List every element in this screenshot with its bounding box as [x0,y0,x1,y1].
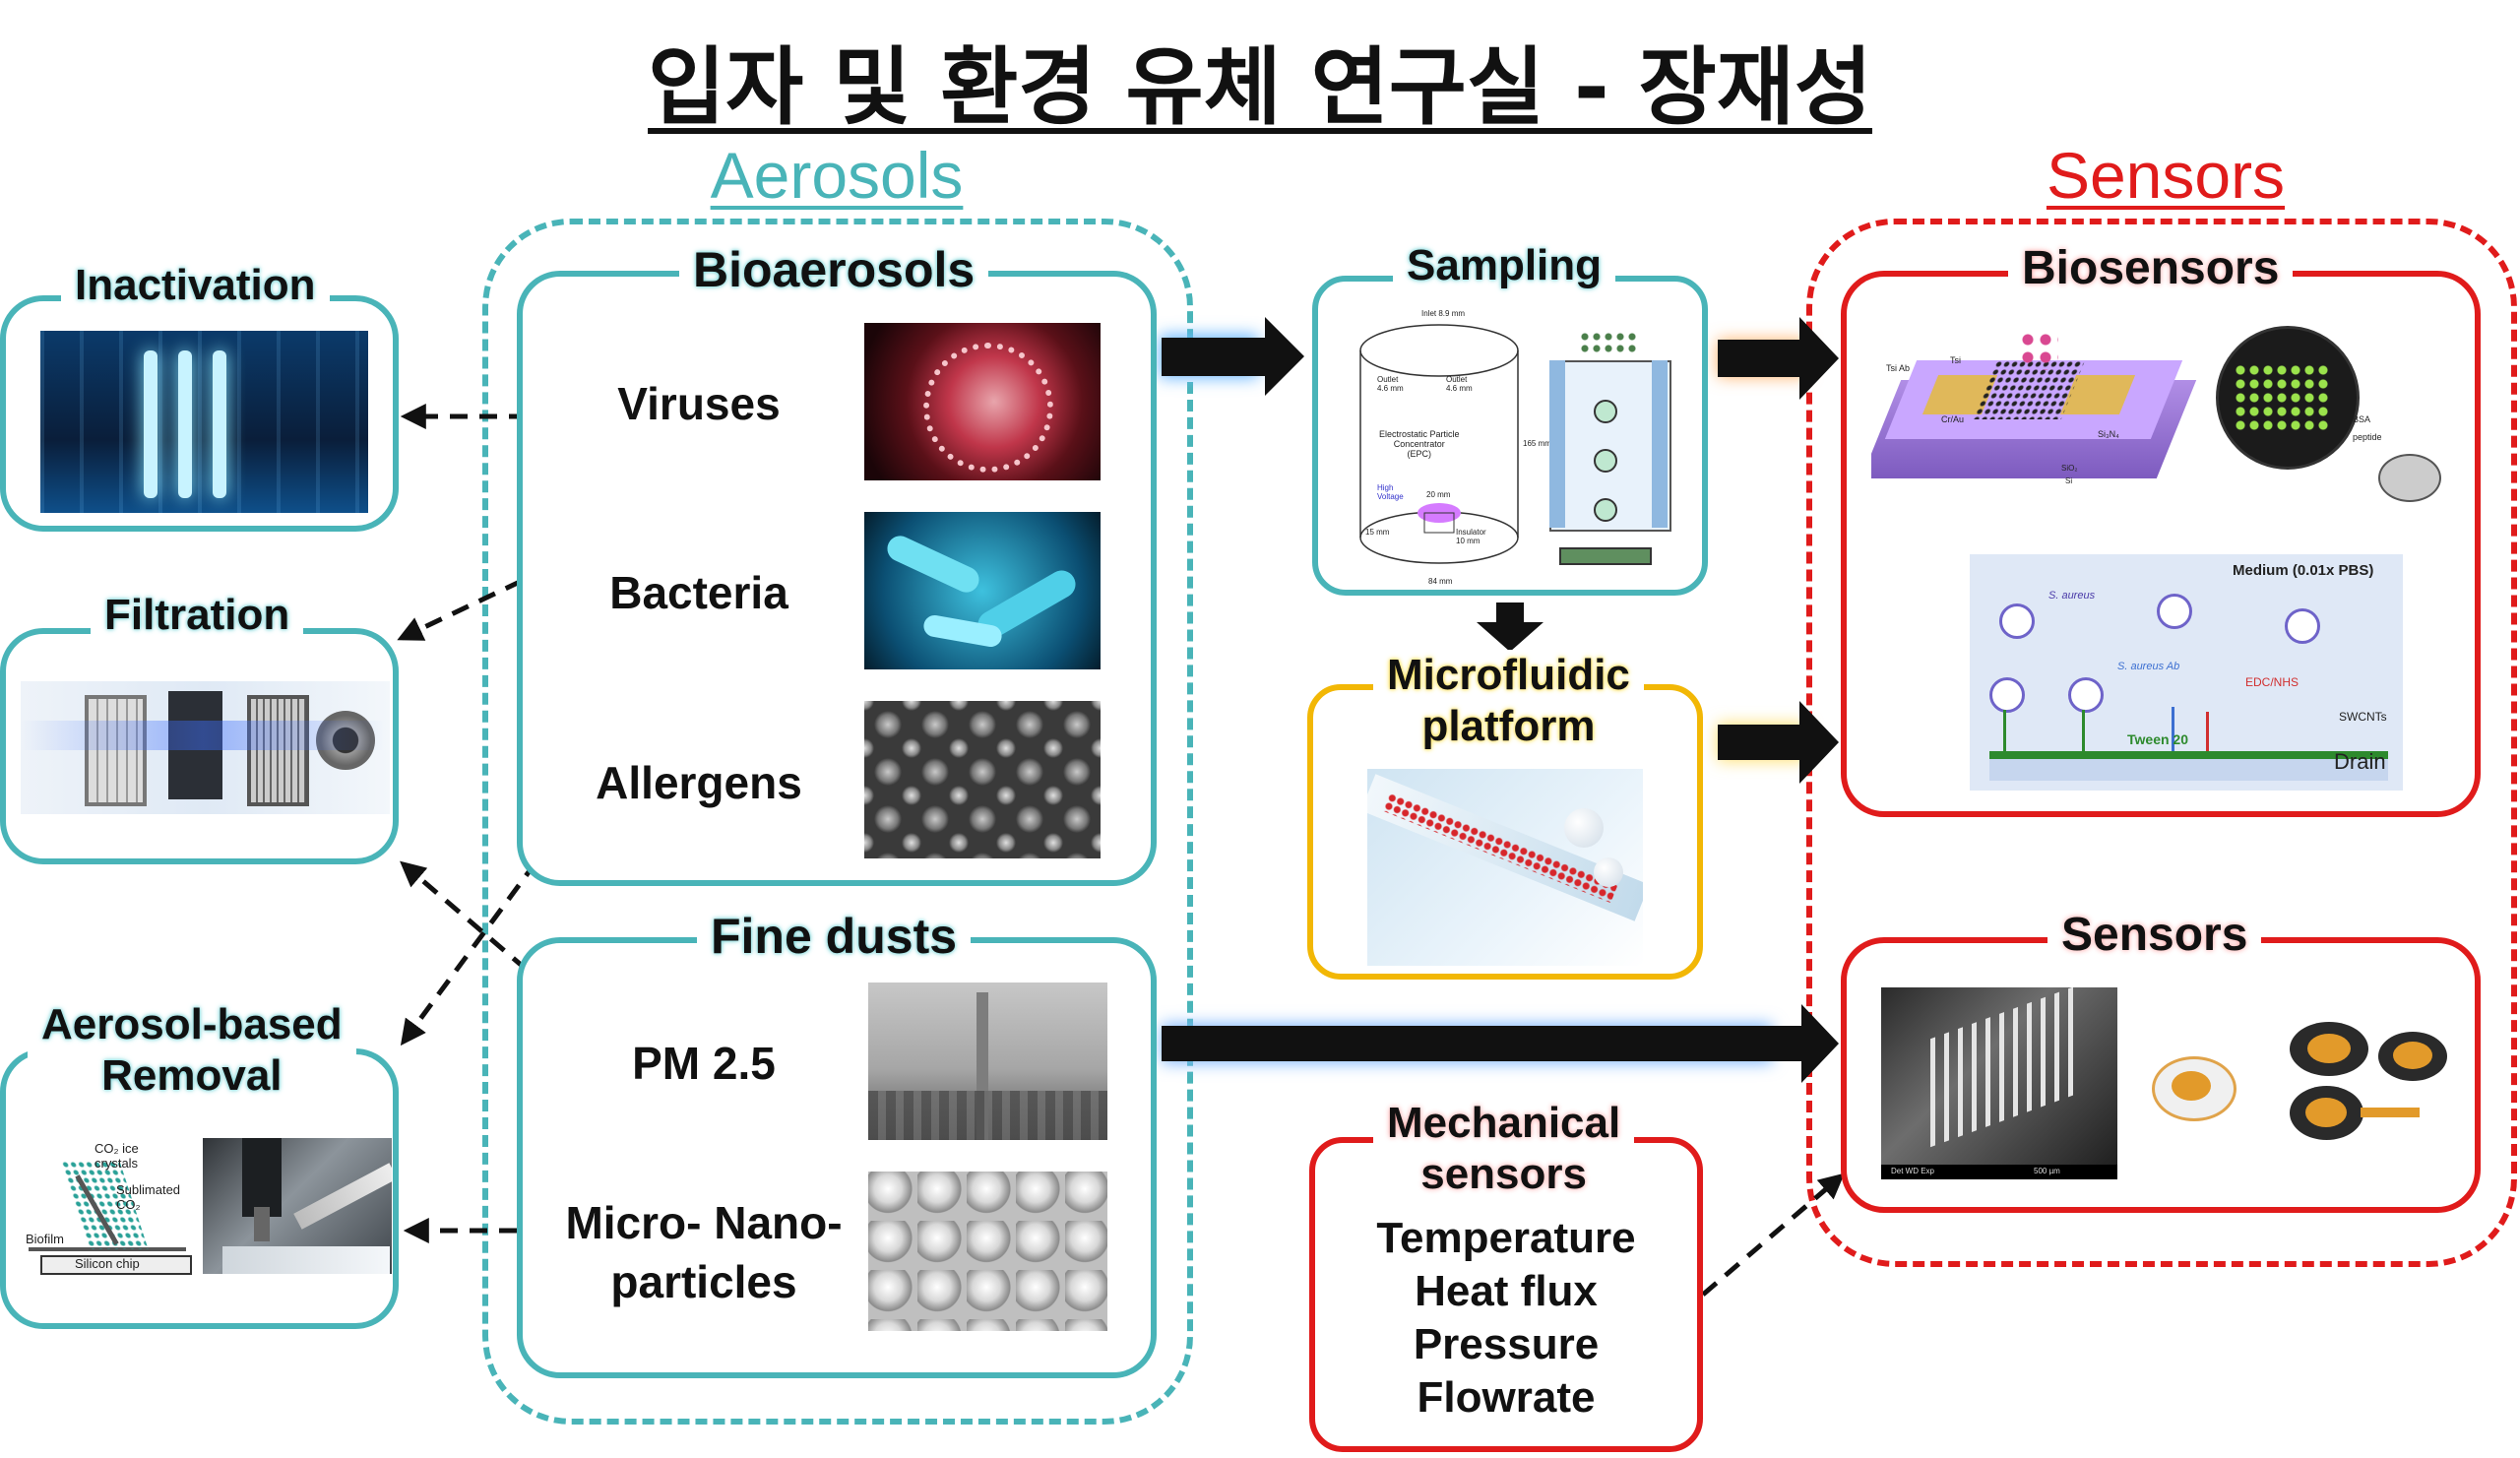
sensors-box: Det WD Exp 500 µm [1841,937,2481,1213]
pm25-label: PM 2.5 [632,1038,776,1089]
pressure-label: Pressure [1413,1320,1600,1368]
flowrate-label: Flowrate [1417,1373,1596,1422]
mechanical-label: Mechanical sensors [1373,1098,1635,1200]
sampler-channel-image [1540,331,1677,567]
edc-nhs-label: EDC/NHS [2245,675,2300,689]
high-voltage-label: High Voltage [1377,483,1404,501]
arrow-finedust-to-sensors [1162,1004,1839,1083]
biosensor-device-image [1871,321,2201,498]
swcnts-label: SWCNTs [2339,710,2387,724]
viruses-label: Viruses [617,378,781,429]
outlet-right-label: Outlet 4.6 mm [1446,375,1473,393]
tsi-ab-label: Tsi Ab [1886,363,1911,373]
inactivation-image [40,331,368,513]
removal-photo [203,1138,392,1274]
concentrator-label: Electrostatic Particle Concentrator (EPC… [1379,429,1460,459]
arrow-fine-to-filtration [400,860,529,972]
insulator-label: Insulator 10 mm [1456,528,1486,545]
d20-label: 20 mm [1426,490,1451,499]
w84-label: 84 mm [1428,577,1453,586]
biosensors-box: Tsi Ab Tsi Cr/Au Si₃N₄ SiO₂ Si BSA pepti… [1841,271,2481,817]
removal-label: Aerosol-based Removal [28,999,356,1102]
filtration-image [21,681,390,814]
allergens-label: Allergens [596,757,802,808]
filtration-box [0,628,399,864]
medium-label: Medium (0.01x PBS) [2233,562,2374,579]
sampling-box: Inlet 8.9 mm Outlet 4.6 mm Outlet 4.6 mm… [1312,276,1708,596]
sem-image [1881,987,2117,1179]
inactivation-box [0,295,399,532]
arrow-microfluidic-to-biosensors [1718,701,1839,784]
sio2-label: SiO₂ [2061,464,2078,473]
arrow-sampling-to-biosensors [1718,317,1839,400]
biosensors-label: Biosensors [2008,241,2294,295]
drain-label: Drain [2334,749,2386,774]
biosensor-circle-image [2216,326,2360,470]
tween-label: Tween 20 [2127,731,2188,747]
outlet-left-label: Outlet 4.6 mm [1377,375,1404,393]
inlet-label: Inlet 8.9 mm [1421,309,1466,318]
sem-scale: 500 µm [2034,1167,2060,1175]
arrow-bio-to-sampling [1160,317,1304,396]
sublimated-label: Sublimated CO₂ [116,1182,181,1212]
silicon-chip-label: Silicon chip [75,1256,140,1271]
removal-diagram [21,1131,198,1279]
microparticles-image [868,1172,1107,1331]
biofilm-label: Biofilm [26,1232,65,1246]
bioaerosols-label: Bioaerosols [679,241,989,298]
microfluidic-image [1367,769,1643,966]
arrow-mechanical-to-sensors [1701,1173,1845,1297]
sampling-label: Sampling [1393,241,1616,290]
filtration-label: Filtration [91,591,304,640]
swcnt-diagram [1970,554,2403,791]
page-title: 입자 및 환경 유체 연구실 - 장재성 [648,38,1872,137]
peptide-label: peptide [2353,432,2382,442]
heat-flux-label: Heat flux [1415,1267,1598,1315]
aerosols-heading: Aerosols [710,139,964,212]
s-aureus-ab-label: S. aureus Ab [2117,661,2180,672]
cr-au-label: Cr/Au [1941,414,1965,424]
s-aureus-label: S. aureus [2048,590,2096,602]
fine-dusts-label: Fine dusts [697,908,972,965]
particles-label: Micro- Nano- particles [565,1197,843,1307]
allergens-image [864,701,1101,858]
pm25-image [868,983,1107,1140]
arrow-to-filtration [397,578,524,641]
temperature-label: Temperature [1376,1214,1636,1262]
sensors-box-label: Sensors [2048,908,2262,962]
inactivation-label: Inactivation [61,261,330,310]
d15-label: 15 mm [1365,528,1390,537]
arrow-to-removal [400,859,539,1046]
sensor-chips-image [2142,997,2462,1155]
microfluidic-label: Microfluidic platform [1373,650,1644,752]
h165-label: 165 mm [1523,439,1551,448]
bacteria-label: Bacteria [609,567,788,618]
tsi-label: Tsi [1950,355,1961,365]
arrow-sampling-to-microfluidic [1477,602,1544,652]
sensors-heading: Sensors [2046,139,2286,212]
usb-device-image [2373,444,2442,508]
aerosols-container [482,219,1193,1425]
si3n4-label: Si₃N₄ [2098,429,2119,439]
si-label: Si [2065,476,2073,485]
sampling-diagram [1359,324,1519,564]
sem-footer: Det WD Exp [1891,1167,1935,1175]
bacteria-image [864,512,1101,669]
virus-image [864,323,1101,480]
bsa-label: BSA [2353,414,2371,424]
co2-ice-label: CO₂ ice crystals [94,1141,139,1171]
